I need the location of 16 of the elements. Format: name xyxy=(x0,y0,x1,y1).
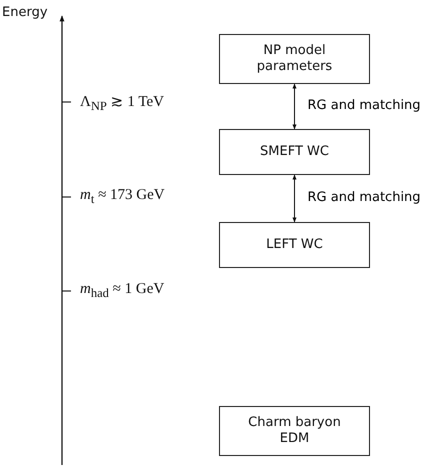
scale-label: m$_{t}$ ≈ 173 GeV xyxy=(80,187,165,207)
axis-label: Energy xyxy=(2,5,48,20)
scale-label: Λ$_{NP}$ ≳ 1 TeV xyxy=(80,93,164,114)
box-text: SMEFT WC xyxy=(260,144,329,160)
box-text: Charm baryon EDM xyxy=(247,414,342,448)
double-arrow xyxy=(292,84,296,130)
scale-label: m$_{had}$ ≈ 1 GeV xyxy=(80,281,164,301)
process-box xyxy=(219,34,370,84)
box-text: NP model parameters xyxy=(256,42,334,76)
double-arrow xyxy=(292,174,296,222)
process-box xyxy=(219,222,370,268)
box-text: LEFT WC xyxy=(266,236,323,254)
edge-label: RG and matching xyxy=(306,98,422,112)
process-box xyxy=(219,129,370,175)
process-box xyxy=(219,406,370,456)
edge-label: RG and matching xyxy=(306,190,422,204)
